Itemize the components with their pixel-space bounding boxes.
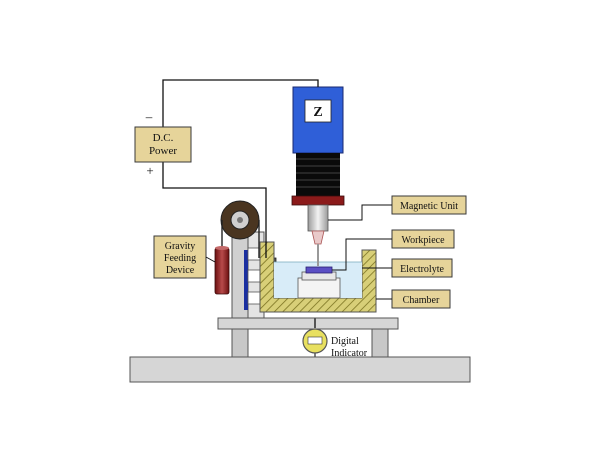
pulley-axle <box>237 217 243 223</box>
tool-tip <box>311 230 325 245</box>
gravity-leader <box>205 256 216 263</box>
gravity-feeding-box <box>153 235 207 279</box>
wire-positive <box>162 162 267 258</box>
bellows <box>296 153 340 196</box>
wire-negative <box>162 79 319 127</box>
workpiece-label: Workpiece <box>401 235 445 246</box>
blue-slide <box>244 250 248 310</box>
digital-indicator-label-1: Digital <box>331 336 359 347</box>
z-label-box <box>304 99 332 123</box>
table-leg-left <box>231 327 249 358</box>
polarity-minus: – <box>145 109 153 124</box>
gravity-label-1: Gravity <box>165 241 196 252</box>
magnetic-unit-plate <box>291 195 345 206</box>
magnetic-unit-label: Magnetic Unit <box>400 201 458 212</box>
fixture-base <box>297 277 341 299</box>
gravity-weight <box>214 247 230 295</box>
electrolyte-label: Electrolyte <box>400 264 444 275</box>
z-label: Z <box>313 105 322 120</box>
gravity-label-3: Device <box>166 265 195 276</box>
gravity-weight-cap <box>215 246 229 250</box>
chamber-label: Chamber <box>403 295 440 306</box>
base-plate <box>129 356 471 383</box>
magnetic-unit-leader <box>328 204 392 221</box>
workpiece <box>305 266 333 274</box>
tool-holder <box>307 204 329 232</box>
gravity-label-2: Feeding <box>164 253 196 264</box>
indicator-display <box>307 336 323 345</box>
polarity-plus: + <box>146 163 153 178</box>
dc-power-label-1: D.C. <box>153 132 174 144</box>
table-top <box>217 317 399 330</box>
workpiece-leader <box>332 238 392 271</box>
digital-indicator-label-2: Indicator <box>331 348 368 359</box>
table-leg-right <box>371 327 389 358</box>
dc-power-box <box>134 126 192 163</box>
dc-power-label-2: Power <box>149 145 177 157</box>
